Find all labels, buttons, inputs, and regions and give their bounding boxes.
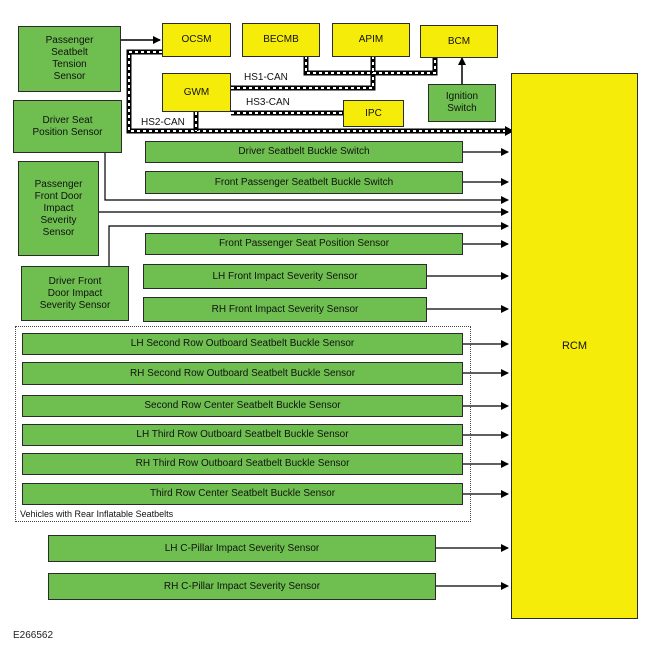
rcm-module: RCM <box>511 73 638 619</box>
hs1-can-label: HS1-CAN <box>244 72 288 83</box>
driver-seatbelt-buckle-switch: Driver Seatbelt Buckle Switch <box>145 141 463 163</box>
hs3-can-label: HS3-CAN <box>246 97 290 108</box>
driver-front-door-impact-sensor: Driver Front Door Impact Severity Sensor <box>21 266 129 321</box>
driver-seat-position-line <box>104 153 509 204</box>
passenger-seatbelt-tension-sensor: Passenger Seatbelt Tension Sensor <box>18 26 121 92</box>
driver-door-line <box>108 222 509 266</box>
bcm-module: BCM <box>420 25 498 58</box>
figure-id: E266562 <box>13 630 54 641</box>
front-passenger-seatbelt-buckle-switch: Front Passenger Seatbelt Buckle Switch <box>145 171 463 194</box>
rh-front-impact-severity-sensor: RH Front Impact Severity Sensor <box>143 297 427 322</box>
rh-second-row-outboard-buckle-sensor: RH Second Row Outboard Seatbelt Buckle S… <box>22 362 463 385</box>
ipc-module: IPC <box>343 100 404 127</box>
ignition-switch: Ignition Switch <box>428 84 496 122</box>
second-row-center-buckle-sensor: Second Row Center Seatbelt Buckle Sensor <box>22 395 463 417</box>
apim-module: APIM <box>332 23 410 57</box>
rear-inflatable-seatbelts-label: Vehicles with Rear Inflatable Seatbelts <box>20 509 174 519</box>
lh-front-impact-severity-sensor: LH Front Impact Severity Sensor <box>143 264 427 289</box>
rh-third-row-outboard-buckle-sensor: RH Third Row Outboard Seatbelt Buckle Se… <box>22 453 463 475</box>
front-passenger-seat-position-sensor: Front Passenger Seat Position Sensor <box>145 233 463 255</box>
lh-third-row-outboard-buckle-sensor: LH Third Row Outboard Seatbelt Buckle Se… <box>22 424 463 446</box>
third-row-center-buckle-sensor: Third Row Center Seatbelt Buckle Sensor <box>22 483 463 505</box>
rh-c-pillar-impact-severity-sensor: RH C-Pillar Impact Severity Sensor <box>48 573 436 600</box>
hs1-can-bus <box>231 56 438 91</box>
becmb-module: BECMB <box>242 23 320 57</box>
hs2-can-bus <box>126 49 505 134</box>
driver-seat-position-sensor: Driver Seat Position Sensor <box>13 100 122 153</box>
passenger-front-door-impact-sensor: Passenger Front Door Impact Severity Sen… <box>18 161 99 256</box>
ocsm-module: OCSM <box>162 23 231 57</box>
rear-inflatable-seatbelts-region <box>15 326 471 522</box>
hs2-can-arrowhead <box>505 126 514 136</box>
lh-second-row-outboard-buckle-sensor: LH Second Row Outboard Seatbelt Buckle S… <box>22 333 463 355</box>
gwm-module: GWM <box>162 73 231 112</box>
lh-c-pillar-impact-severity-sensor: LH C-Pillar Impact Severity Sensor <box>48 535 436 562</box>
hs2-can-label: HS2-CAN <box>141 117 185 128</box>
